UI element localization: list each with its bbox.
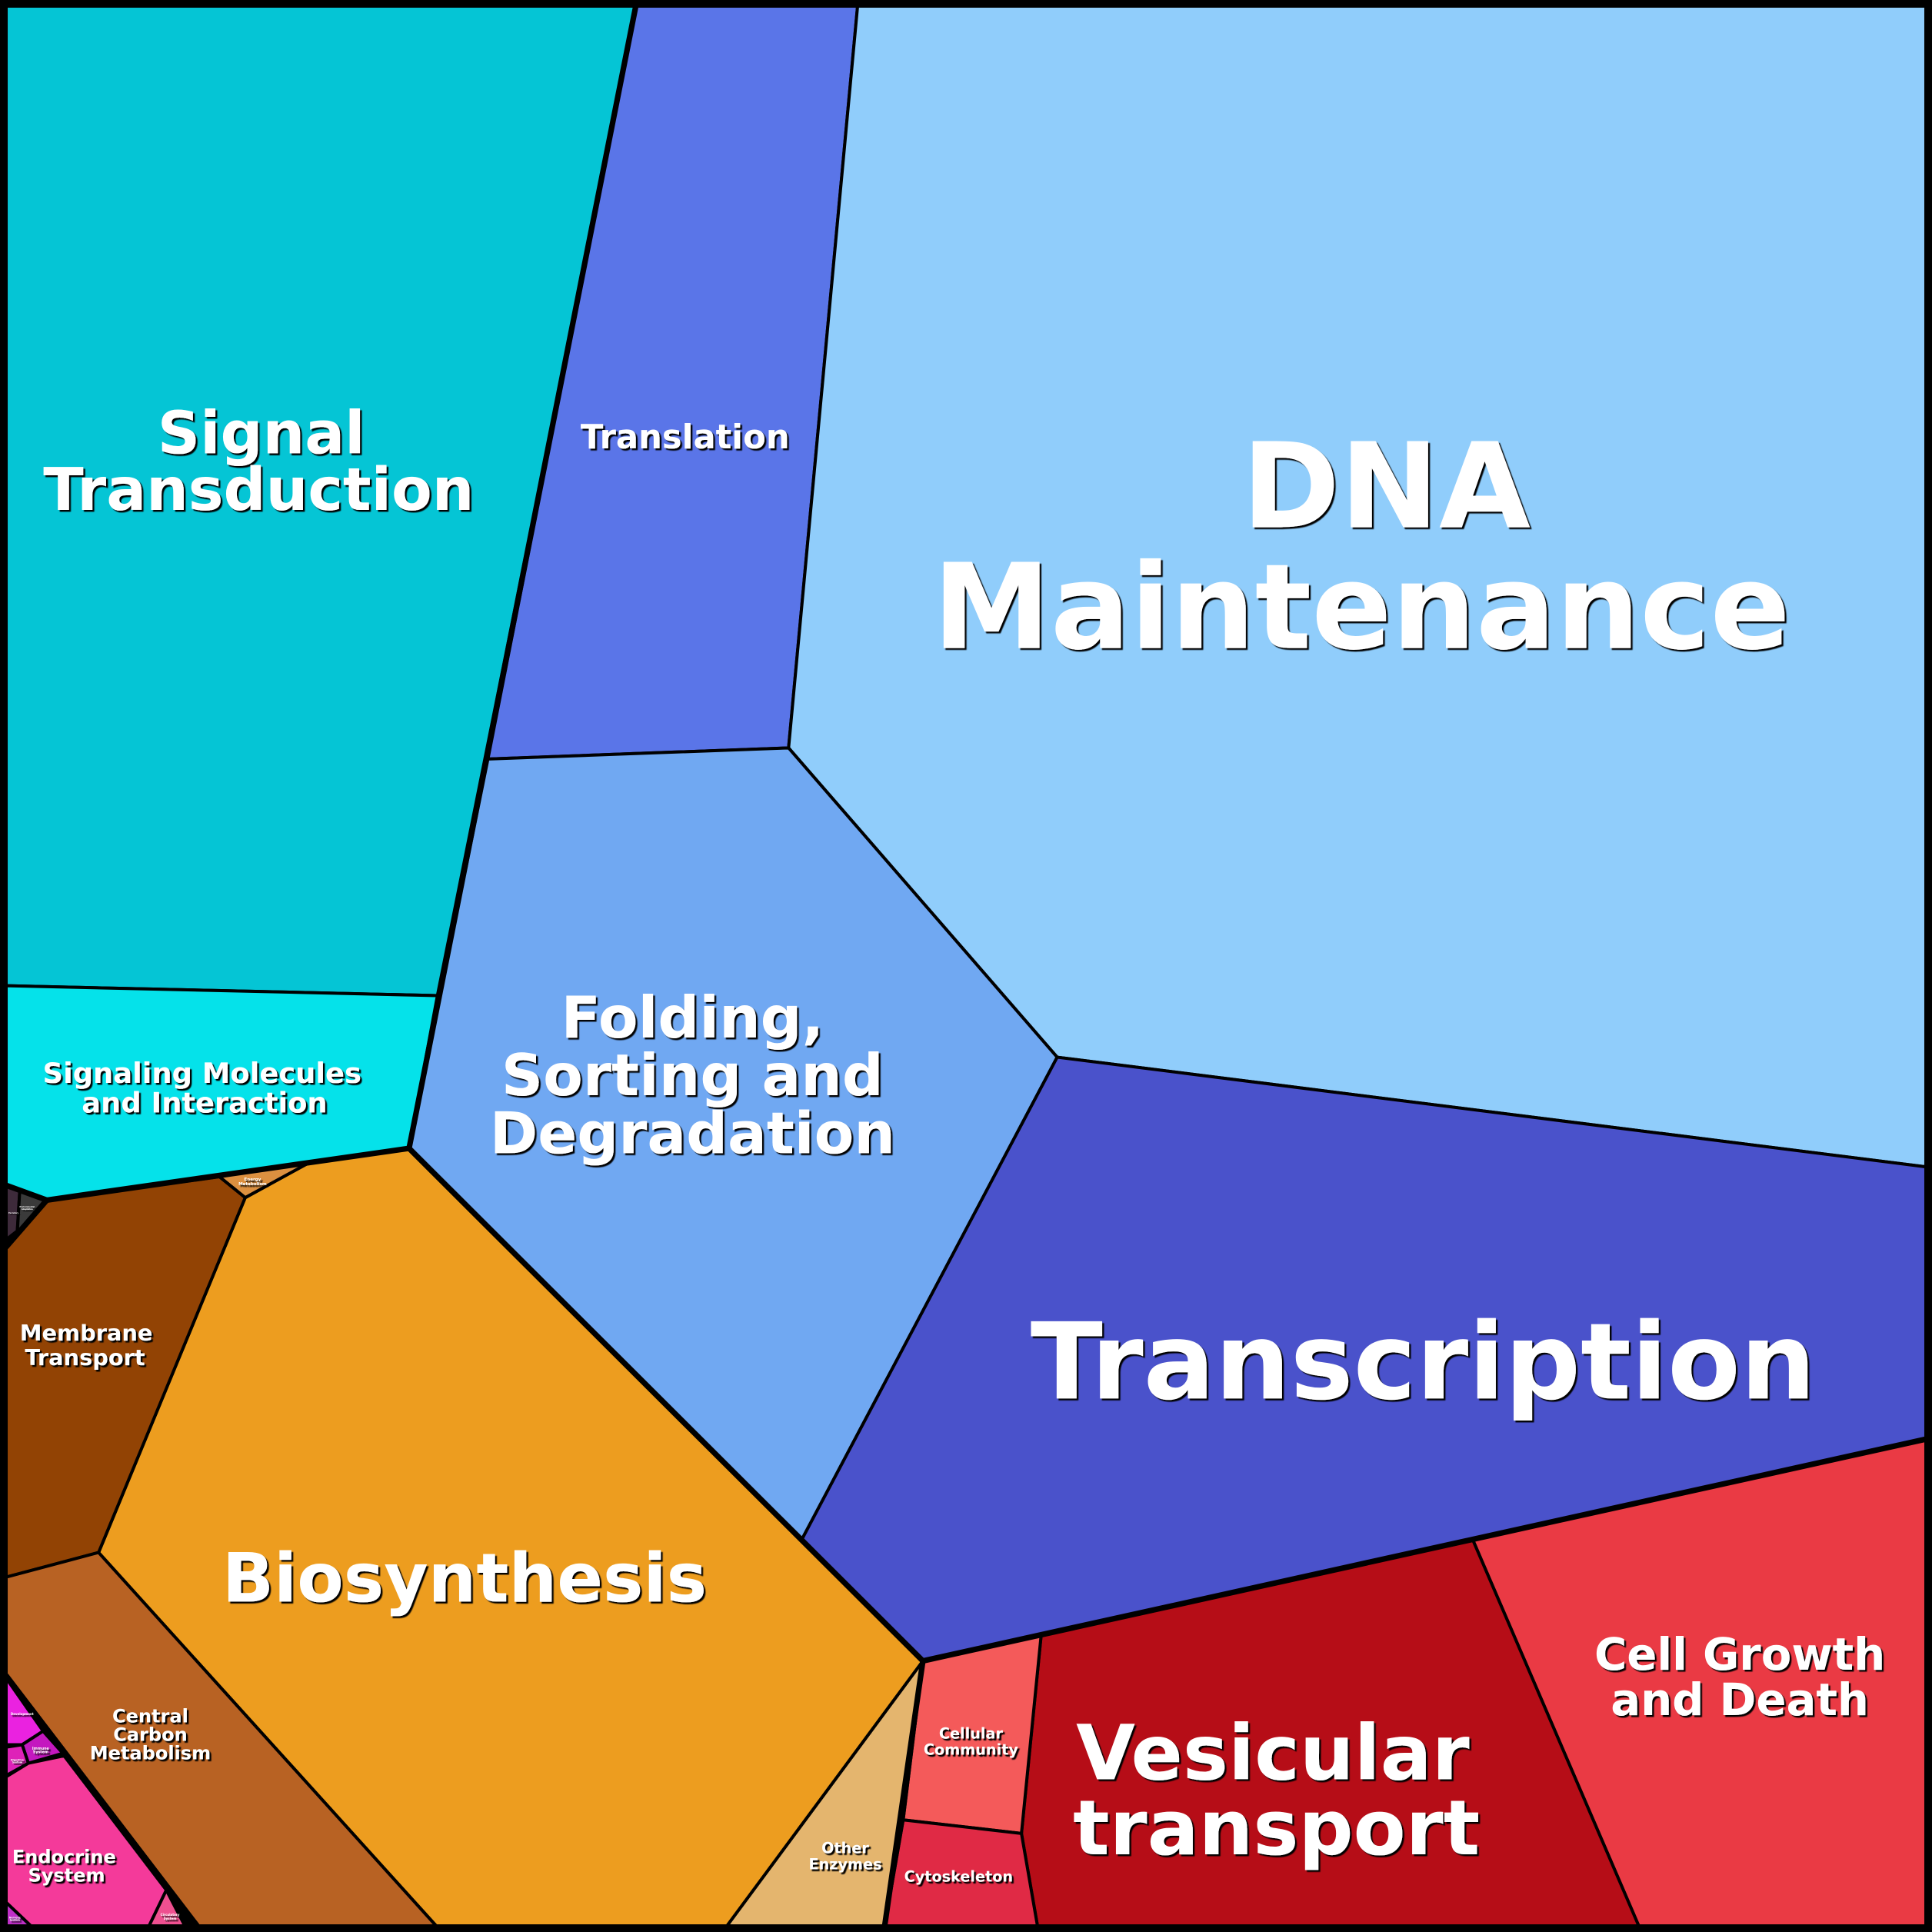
group-boundary: [3, 1197, 50, 1250]
label-biosynthesis: Biosynthesis: [222, 1539, 707, 1618]
label-transcription: Transcription: [1031, 1301, 1816, 1424]
label-development: Development: [11, 1712, 34, 1716]
label-excretory-system: Excretory: [8, 1212, 18, 1214]
label-translation: Translation: [581, 418, 790, 457]
group-boundary: [881, 1657, 926, 1929]
group-boundary: [3, 1673, 200, 1929]
group-boundary: [406, 3, 1929, 1664]
label-cytoskeleton: Cytoskeleton: [904, 1867, 1013, 1885]
